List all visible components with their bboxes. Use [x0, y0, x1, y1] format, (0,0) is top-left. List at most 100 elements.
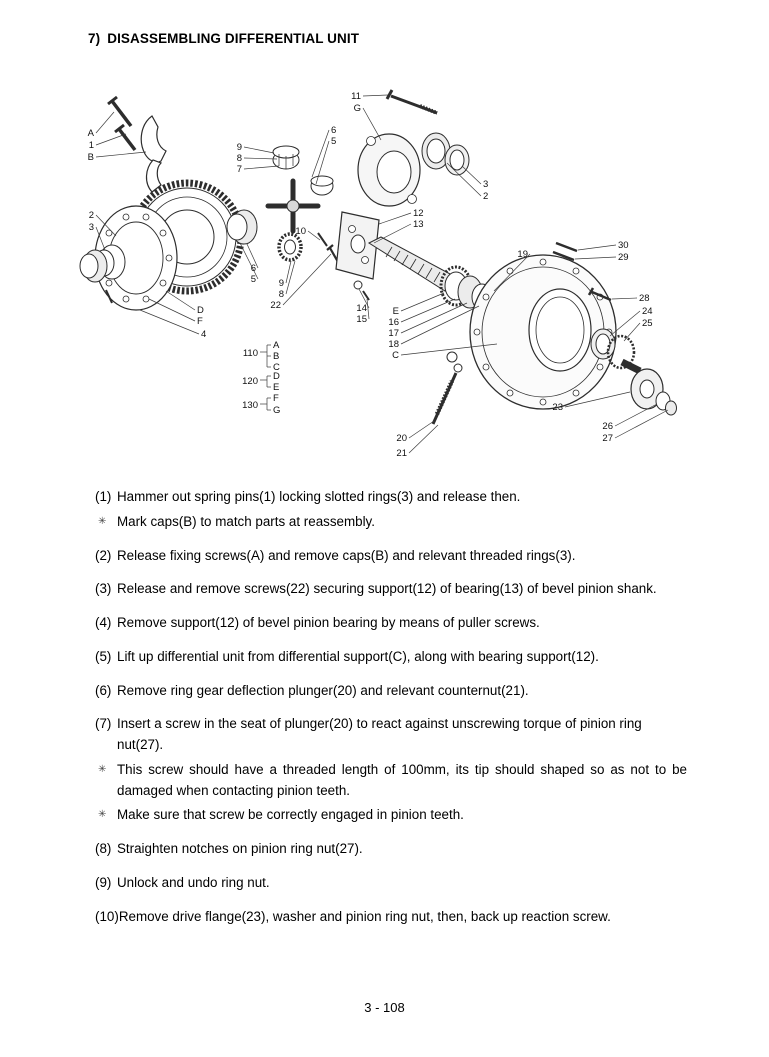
step-text: Remove drive flange(23), washer and pini…: [118, 908, 611, 924]
instruction-step-8: (8) Straighten notches on pinion ring nu…: [95, 839, 687, 860]
instruction-step-5: (5) Lift up differential unit from diffe…: [95, 647, 687, 668]
diagram-parts: [79, 89, 677, 425]
step-text: Hammer out spring pins(1) locking slotte…: [117, 489, 521, 504]
legend-letter-F: F: [273, 393, 279, 404]
legend-letter-A: A: [273, 340, 280, 351]
step-text: Unlock and undo ring nut.: [117, 874, 270, 890]
part-label-16: 16: [388, 317, 399, 328]
part-label-24: 24: [642, 306, 653, 317]
part-label-C: C: [392, 350, 399, 361]
note-asterisk-icon: ✳: [98, 809, 107, 821]
note-asterisk-icon: ✳: [98, 515, 107, 527]
exploded-diagram: A 1 B 2 3 D F 4 9 8 7 6 5 6 5 9 8 22 10 …: [75, 85, 695, 470]
step-number: (1): [95, 489, 112, 504]
note-asterisk-icon: ✳: [98, 763, 107, 775]
part-label-6-top: 6: [331, 125, 336, 136]
section-title: DISASSEMBLING DIFFERENTIAL UNIT: [107, 31, 360, 46]
part-label-12: 12: [413, 208, 424, 219]
part-label-22: 22: [270, 300, 281, 311]
step-text: Remove support(12) of bevel pinion beari…: [117, 615, 540, 631]
part-label-2-right: 2: [483, 191, 488, 202]
part-label-1: 1: [89, 140, 94, 151]
part-label-19: 19: [517, 249, 528, 260]
legend-letter-B: B: [273, 351, 279, 362]
step-text: Lift up differential unit from different…: [117, 648, 599, 664]
leader-lines: [95, 94, 669, 454]
legend-label-120: 120: [242, 376, 258, 387]
instruction-note: ✳ This screw should have a threaded leng…: [95, 760, 687, 802]
part-label-11: 11: [351, 91, 361, 102]
step-text: Release fixing screws(A) and remove caps…: [117, 547, 576, 563]
part-label-10: 10: [295, 226, 306, 237]
step-text: Straighten notches on pinion ring nut(27…: [117, 841, 363, 857]
step-number: (9): [95, 874, 112, 890]
legend-label-130: 130: [242, 400, 258, 411]
part-label-A: A: [88, 128, 95, 139]
instruction-step-2: (2) Release fixing screws(A) and remove …: [95, 546, 687, 567]
instruction-step-7: (7) Insert a screw in the seat of plunge…: [95, 714, 687, 756]
part-label-20: 20: [396, 433, 407, 444]
step-number: (5): [95, 648, 112, 664]
step-number: (10): [95, 908, 119, 924]
part-label-5-top: 5: [331, 136, 336, 147]
part-label-23: 23: [552, 402, 563, 413]
instruction-step-9: (9) Unlock and undo ring nut.: [95, 873, 687, 894]
part-label-21: 21: [396, 448, 407, 459]
page-number: 3 - 108: [364, 1000, 405, 1015]
step-number: (3): [95, 581, 112, 597]
part-label-9-top: 9: [237, 142, 242, 153]
instruction-step-10: (10) Remove drive flange(23), washer and…: [95, 907, 687, 928]
part-label-25: 25: [642, 318, 653, 329]
step-number: (8): [95, 841, 112, 857]
part-label-3-right: 3: [483, 179, 488, 190]
part-label-30: 30: [618, 240, 629, 251]
part-label-29: 29: [618, 252, 629, 263]
part-label-9-mid: 9: [279, 278, 284, 289]
step-text: Insert a screw in the seat of plunger(20…: [117, 716, 642, 753]
note-text: Mark caps(B) to match parts at reassembl…: [117, 513, 375, 529]
part-label-B: B: [88, 152, 94, 163]
part-label-E: E: [393, 306, 399, 317]
part-label-D: D: [197, 305, 204, 316]
legend-letter-G: G: [273, 405, 280, 416]
part-label-13: 13: [413, 219, 424, 230]
part-label-4: 4: [201, 329, 206, 340]
legend-letter-C: C: [273, 362, 280, 373]
instruction-step-3: (3) Release and remove screws(22) securi…: [95, 579, 687, 600]
section-heading: 7) DISASSEMBLING DIFFERENTIAL UNIT: [88, 31, 359, 46]
part-label-7: 7: [237, 164, 242, 175]
instruction-list: (1) Hammer out spring pins(1) locking sl…: [95, 487, 687, 927]
part-labels: A 1 B 2 3 D F 4 9 8 7 6 5 6 5 9 8 22 10 …: [88, 91, 653, 459]
part-label-18: 18: [388, 339, 399, 350]
step-text: Remove ring gear deflection plunger(20) …: [117, 682, 529, 698]
legend-label-110: 110: [243, 348, 258, 359]
step-number: (2): [95, 547, 112, 563]
section-number: 7): [88, 31, 101, 46]
part-label-F: F: [197, 316, 203, 327]
note-text: Make sure that screw be correctly engage…: [117, 807, 464, 823]
step-number: (6): [95, 682, 112, 698]
part-label-G-top: G: [354, 103, 361, 114]
part-label-17: 17: [388, 328, 399, 339]
part-label-3-left: 3: [89, 222, 94, 233]
step-text: Release and remove screws(22) securing s…: [117, 581, 657, 597]
part-label-26: 26: [602, 421, 613, 432]
step-number: (7): [95, 716, 112, 732]
instruction-step-4: (4) Remove support(12) of bevel pinion b…: [95, 613, 687, 634]
part-label-8-top: 8: [237, 153, 242, 164]
part-label-2-left: 2: [89, 210, 94, 221]
step-number: (4): [95, 615, 112, 631]
instruction-step-6: (6) Remove ring gear deflection plunger(…: [95, 681, 687, 702]
instruction-note: ✳ Make sure that screw be correctly enga…: [95, 805, 687, 826]
part-label-28: 28: [639, 293, 650, 304]
part-label-5-mid: 5: [251, 274, 256, 285]
instruction-step-1: (1) Hammer out spring pins(1) locking sl…: [95, 487, 687, 508]
part-label-15: 15: [356, 314, 367, 325]
part-label-6-mid: 6: [251, 263, 256, 274]
legend-letter-E: E: [273, 382, 279, 393]
legend-letter-D: D: [273, 371, 280, 382]
part-label-8-mid: 8: [279, 289, 284, 300]
instruction-note: ✳ Mark caps(B) to match parts at reassem…: [95, 512, 687, 533]
part-label-27: 27: [602, 433, 613, 444]
